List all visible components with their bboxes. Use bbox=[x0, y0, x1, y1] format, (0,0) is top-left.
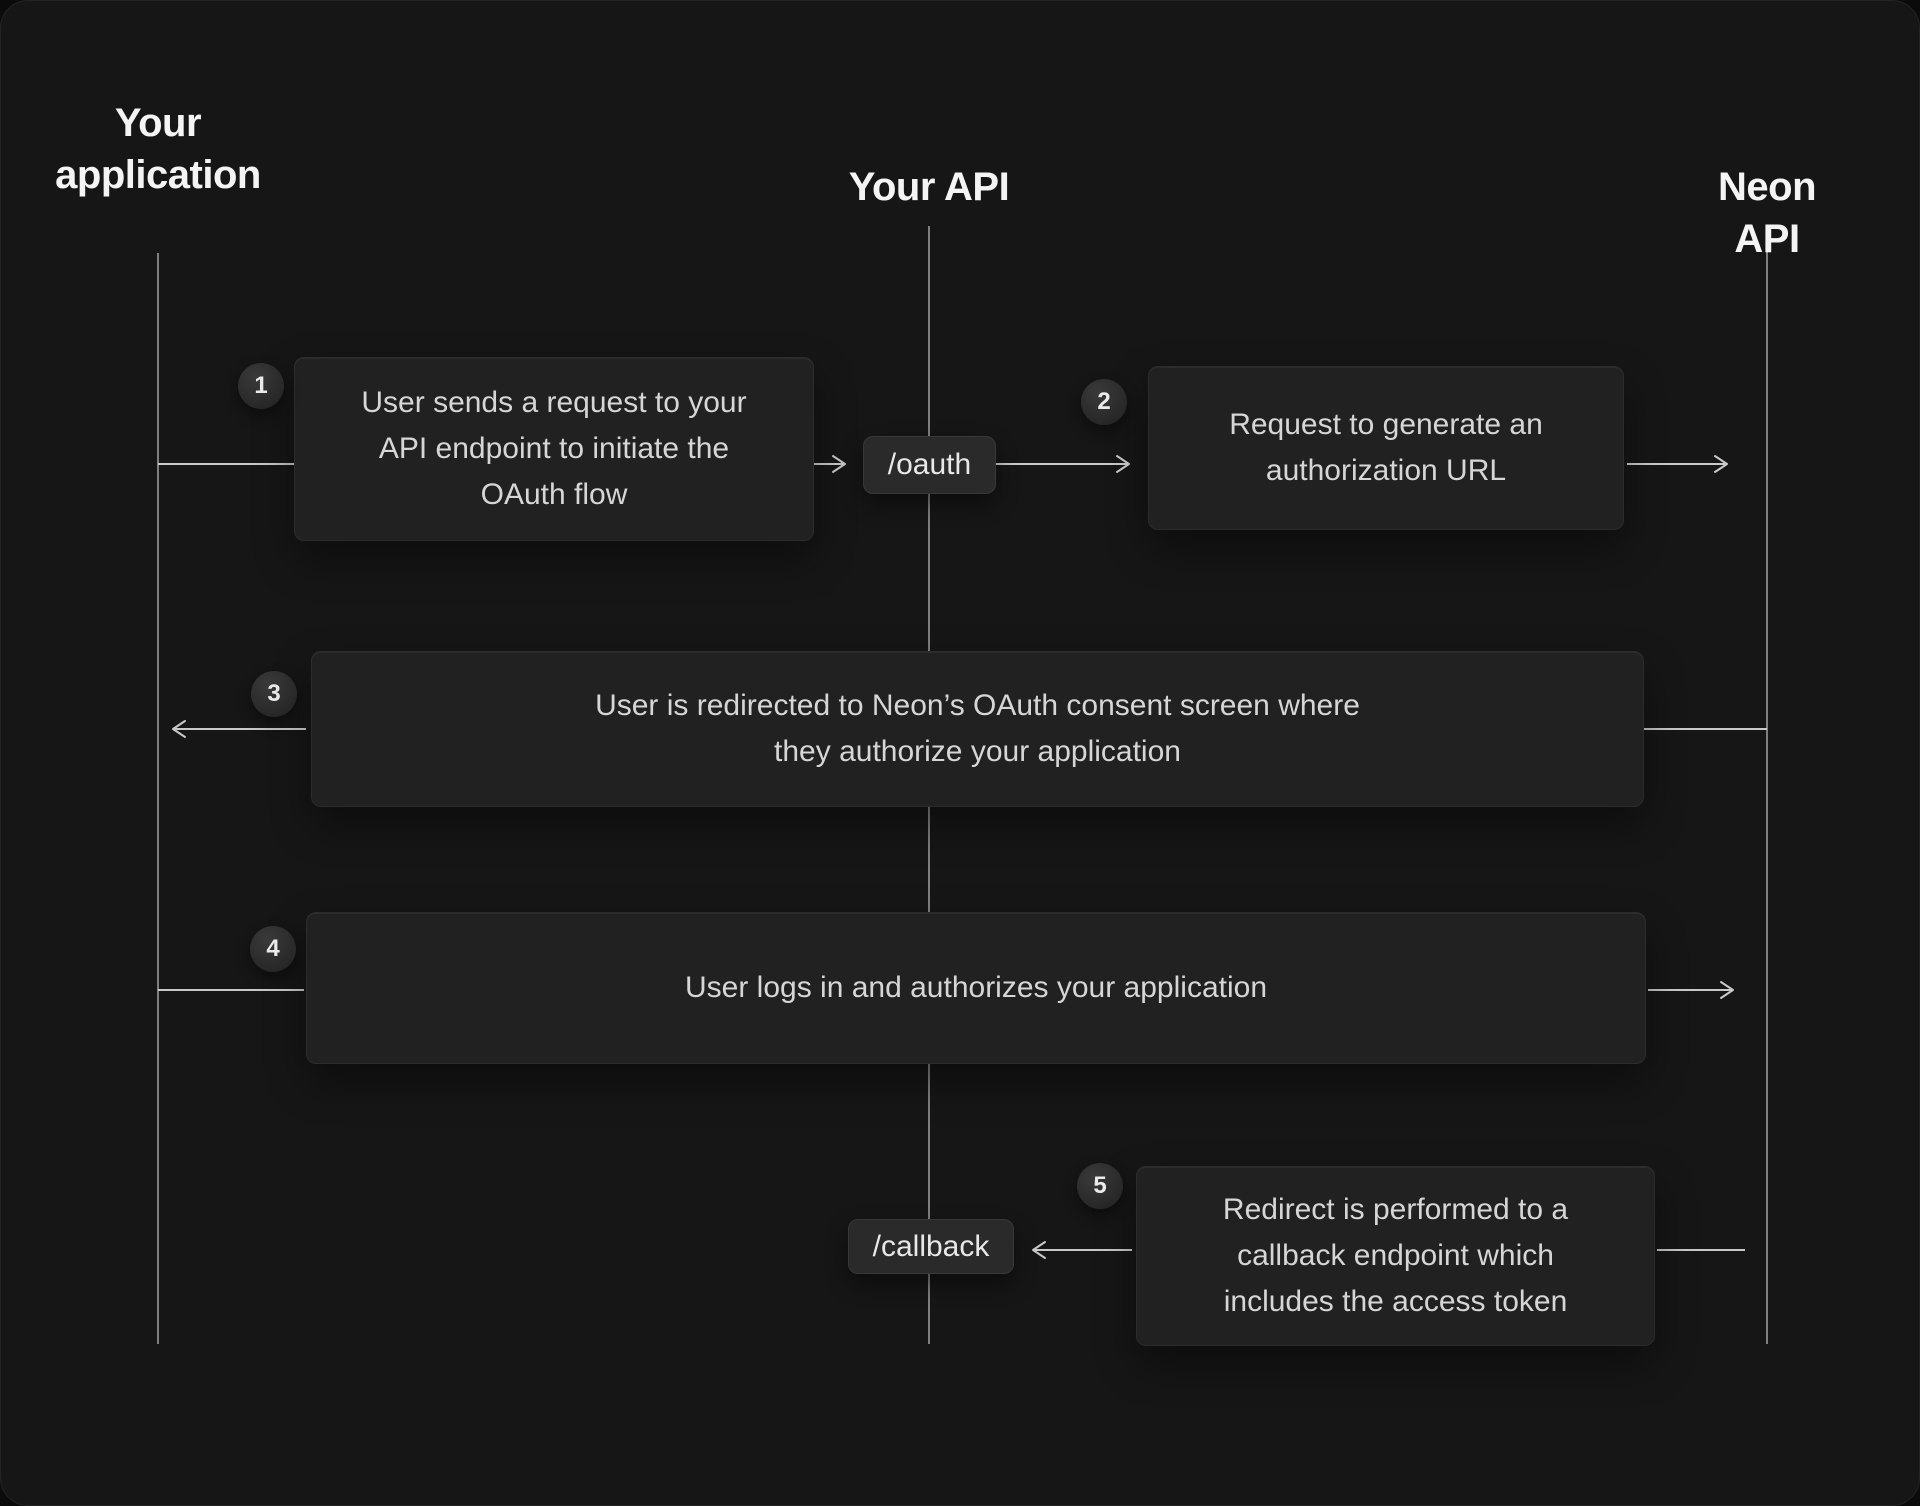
actor-label-your-api: Your API bbox=[848, 165, 1010, 209]
step-3-text: User is redirected to Neon’s OAuth conse… bbox=[595, 689, 1360, 768]
step-5-box: Redirect is performed to a callback endp… bbox=[1136, 1166, 1655, 1346]
step-5-number-badge: 5 bbox=[1077, 1163, 1123, 1209]
step-1-number-badge: 1 bbox=[238, 363, 284, 409]
step-4-text: User logs in and authorizes your applica… bbox=[685, 971, 1267, 1004]
step-2-text: Request to generate an authorization URL bbox=[1229, 408, 1543, 487]
step-5-text: Redirect is performed to a callback endp… bbox=[1222, 1193, 1569, 1318]
endpoint-pill-oauth: /oauth bbox=[863, 436, 996, 494]
step-1-text: User sends a request to your API endpoin… bbox=[361, 386, 747, 511]
actor-label-your-application: Your application bbox=[55, 101, 261, 197]
step-3-number-badge: 3 bbox=[251, 671, 297, 717]
step-3-box: User is redirected to Neon’s OAuth conse… bbox=[311, 651, 1644, 807]
step-4-number-badge: 4 bbox=[250, 926, 296, 972]
step-1-box: User sends a request to your API endpoin… bbox=[294, 357, 814, 541]
actor-label-neon-api: Neon API bbox=[1718, 165, 1817, 261]
connectors bbox=[158, 455, 1767, 1259]
step-2-number-badge: 2 bbox=[1081, 379, 1127, 425]
endpoint-pill-callback: /callback bbox=[848, 1219, 1014, 1274]
step-2-box: Request to generate an authorization URL bbox=[1148, 366, 1624, 530]
step-4-box: User logs in and authorizes your applica… bbox=[306, 912, 1646, 1064]
